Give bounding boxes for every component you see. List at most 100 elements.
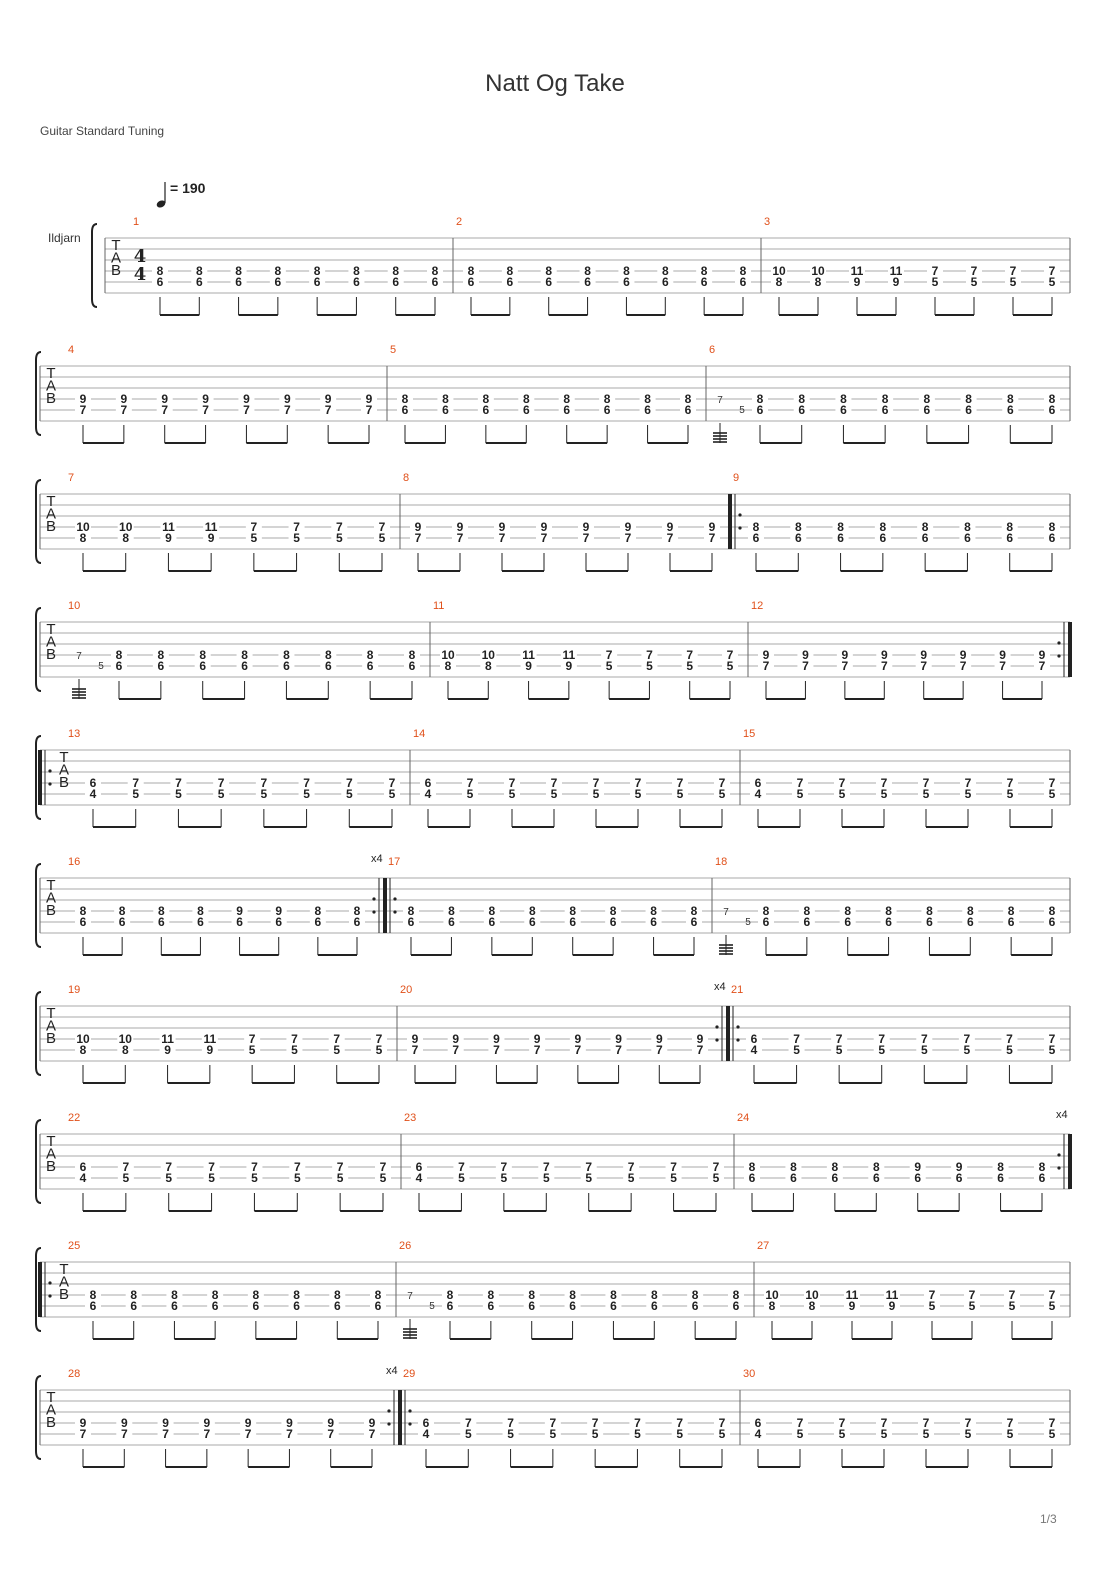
fret-number: 6: [409, 659, 416, 673]
fret-number: 6: [158, 915, 165, 929]
fret-mask: [231, 905, 248, 926]
fret-number: 5: [249, 1043, 256, 1057]
fret-mask: [964, 1289, 980, 1310]
fret-number: 7: [923, 1416, 930, 1430]
measure-number: 29: [403, 1368, 415, 1380]
measure-number: 25: [68, 1240, 80, 1252]
fret-number: 7: [842, 659, 849, 673]
fret-mask: [117, 1161, 134, 1182]
fret-number: 7: [1049, 264, 1056, 278]
fret-mask: [397, 393, 413, 414]
fret-mask: [407, 1033, 423, 1054]
fret-number: 5: [592, 1427, 599, 1441]
system-brace: [35, 1375, 42, 1460]
fret-number: 5: [719, 1427, 726, 1441]
fret-number: 8: [584, 264, 591, 278]
repeat-dot: [738, 526, 742, 530]
fret-number: 8: [662, 264, 669, 278]
tab-clef-letter: T: [46, 365, 55, 382]
fret-number: 6: [882, 403, 889, 417]
fret-mask: [793, 393, 810, 414]
fret-mask: [876, 1417, 892, 1438]
fret-mask: [758, 905, 774, 926]
fret-mask: [75, 521, 91, 542]
fret-number: 8: [212, 1288, 219, 1302]
fret-number: 9: [534, 1032, 541, 1046]
measure-number: 8: [403, 472, 409, 484]
fret-number: 6: [80, 1160, 87, 1174]
fret-number: 9: [625, 520, 632, 534]
fret-number: 5: [1007, 1427, 1014, 1441]
fret-mask: [610, 1033, 627, 1054]
fret-number: 7: [625, 531, 632, 545]
tab-clef-letter: B: [46, 1030, 56, 1047]
repeat-count: x4: [386, 1365, 398, 1377]
fret-mask: [246, 1161, 263, 1182]
fret-number: 8: [832, 1160, 839, 1174]
fret-mask: [962, 905, 979, 926]
fret-number: 6: [375, 1299, 382, 1313]
fret-number: 5: [294, 1171, 301, 1185]
fret-mask: [580, 1161, 597, 1182]
fret-number: 9: [161, 392, 168, 406]
fret-mask: [374, 521, 390, 542]
fret-number: 8: [445, 659, 452, 673]
time-signature-top: 4: [134, 246, 147, 267]
fret-mask: [728, 1289, 744, 1310]
fret-number: 9: [960, 648, 967, 662]
fret-mask: [198, 1417, 215, 1438]
fret-number: 5: [1010, 275, 1017, 289]
fret-number: 9: [956, 1160, 963, 1174]
fret-number: 9: [656, 1032, 663, 1046]
fret-mask: [462, 777, 478, 798]
fret-number: 5: [797, 787, 804, 801]
fret-number: 6: [604, 403, 611, 417]
fret-number: 7: [839, 1416, 846, 1430]
fret-number: 4: [423, 1427, 430, 1441]
fret-mask: [288, 521, 305, 542]
fret-number: 5: [635, 787, 642, 801]
fret-number: 8: [1008, 904, 1015, 918]
tab-clef-letter: T: [59, 1261, 68, 1278]
tab-clef-letter: B: [111, 262, 121, 279]
fret-number: 8: [701, 264, 708, 278]
grace-note-fret: 7: [407, 1291, 413, 1302]
system-brace: [35, 1119, 42, 1204]
tab-clef-letter: A: [59, 1274, 69, 1291]
fret-mask: [166, 1289, 183, 1310]
fret-mask: [452, 521, 468, 542]
fret-mask: [750, 777, 766, 798]
fret-number: 8: [685, 392, 692, 406]
fret-mask: [955, 649, 972, 670]
fret-number: 6: [196, 275, 203, 289]
fret-mask: [587, 1417, 604, 1438]
fret-mask: [115, 393, 132, 414]
fret-mask: [620, 521, 636, 542]
fret-number: 8: [769, 1299, 776, 1313]
measure-number: 11: [433, 600, 444, 612]
tempo-mark: = 190: [156, 180, 206, 208]
system-brace: [35, 735, 42, 820]
fret-mask: [309, 265, 326, 286]
fret-number: 7: [797, 1416, 804, 1430]
fret-number: 6: [197, 915, 204, 929]
fret-mask: [714, 777, 730, 798]
fret-mask: [244, 1033, 261, 1054]
fret-mask: [764, 1289, 780, 1310]
fret-number: 9: [889, 1299, 896, 1313]
fret-number: 7: [606, 648, 613, 662]
tempo-value: = 190: [170, 180, 206, 196]
fret-number: 6: [293, 1299, 300, 1313]
fret-number: 10: [441, 648, 455, 662]
fret-mask: [245, 521, 262, 542]
fret-number: 9: [575, 1032, 582, 1046]
fret-number: 6: [795, 531, 802, 545]
fret-number: 6: [116, 659, 123, 673]
fret-number: 8: [604, 392, 611, 406]
fret-number: 7: [337, 1160, 344, 1174]
page-number: 1/3: [1040, 1512, 1057, 1526]
fret-number: 9: [920, 648, 927, 662]
fret-number: 6: [832, 1171, 839, 1185]
fret-number: 7: [366, 403, 373, 417]
fret-number: 5: [507, 1427, 514, 1441]
